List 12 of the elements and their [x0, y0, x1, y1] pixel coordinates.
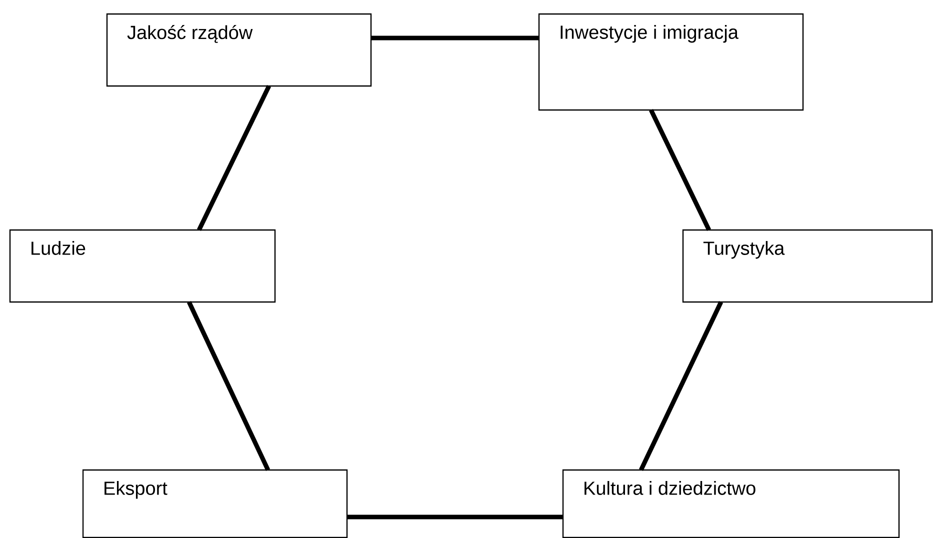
connector-line — [196, 85, 272, 231]
text-box: Inwestycje i imigracja — [538, 13, 804, 111]
text-box: Jakość rządów — [106, 13, 372, 87]
connector-line — [186, 301, 270, 471]
text-box: Turystyka — [682, 229, 933, 303]
connector-line — [648, 109, 712, 231]
text-box: Kultura i dziedzictwo — [562, 469, 900, 538]
connector-line — [371, 36, 539, 40]
connector-line — [347, 514, 563, 520]
text-box: Eksport — [82, 469, 348, 538]
text-box: Ludzie — [9, 229, 276, 303]
connector-line — [638, 301, 724, 471]
